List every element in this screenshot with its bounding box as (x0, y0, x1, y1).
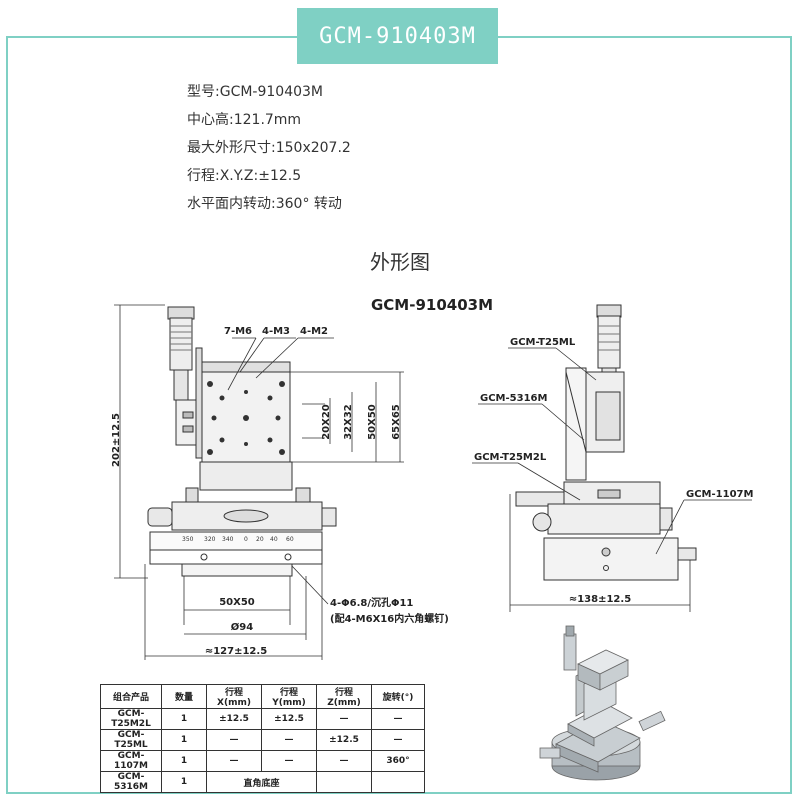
label-dia94: Ø94 (231, 621, 253, 633)
table-cell: 1 (161, 729, 207, 751)
table-cell: GCM-5316M (100, 771, 162, 793)
label-65x65: 65X65 (391, 404, 402, 440)
table-cell: ±12.5 (316, 729, 372, 751)
scale-tick: 40 (270, 536, 278, 543)
table-cell: 1 (161, 750, 207, 772)
spec-list: 型号:GCM-910403M 中心高:121.7mm 最大外形尺寸:150x20… (187, 78, 351, 218)
label-base-50x50: 50X50 (219, 597, 255, 608)
table-row: GCM-5316M 1 直角底座 (100, 771, 425, 793)
table-header-row: 组合产品 数量 行程X(mm) 行程Y(mm) 行程Z(mm) 旋转(°) (100, 684, 425, 709)
table-cell: ±12.5 (261, 708, 317, 730)
table-cell: 直角底座 (206, 771, 317, 793)
label-5316m: GCM-5316M (480, 393, 547, 404)
label-height: 202±12.5 (111, 413, 122, 467)
label-m2: 4-M2 (300, 326, 328, 337)
scale-tick: 340 (222, 536, 234, 543)
product-3d-image (539, 625, 666, 781)
table-row: GCM-T25ML 1 — — ±12.5 — (100, 729, 425, 751)
label-width127: ≈127±12.5 (205, 646, 267, 657)
table-header: 旋转(°) (371, 684, 425, 709)
front-view: 350 320 340 0 20 40 60 (111, 304, 449, 660)
table-header: 行程Z(mm) (316, 684, 372, 709)
table-cell: — (371, 708, 425, 730)
table-cell: GCM-T25ML (100, 729, 162, 751)
label-t25m2l: GCM-T25M2L (474, 452, 547, 463)
label-20x20: 20X20 (321, 404, 332, 440)
table-cell: — (206, 729, 262, 751)
label-m3: 4-M3 (262, 326, 290, 337)
combination-table: 组合产品 数量 行程X(mm) 行程Y(mm) 行程Z(mm) 旋转(°) GC… (100, 684, 425, 793)
drawing-heading: 外形图 (370, 250, 430, 274)
side-view: GCM-T25ML GCM-5316M GCM-T25M2L GCM-1107M… (472, 304, 753, 612)
spec-max-size: 最大外形尺寸:150x207.2 (187, 140, 351, 156)
spec-center-height: 中心高:121.7mm (187, 112, 302, 128)
table-cell (371, 771, 425, 793)
label-screws: (配4-M6X16内六角螺钉) (330, 612, 449, 625)
table-header: 行程Y(mm) (261, 684, 317, 709)
table-row: GCM-1107M 1 — — — 360° (100, 750, 425, 772)
label-holes: 4-Φ6.8/沉孔Φ11 (330, 596, 413, 609)
table-cell: — (206, 750, 262, 772)
label-50x50: 50X50 (367, 404, 378, 440)
table-header: 行程X(mm) (206, 684, 262, 709)
table-cell: — (316, 750, 372, 772)
table-cell: GCM-1107M (100, 750, 162, 772)
table-cell: — (371, 729, 425, 751)
table-cell: — (261, 729, 317, 751)
table-cell: — (316, 708, 372, 730)
spec-rotation: 水平面内转动:360° 转动 (187, 196, 342, 212)
label-m6: 7-M6 (224, 326, 252, 337)
scale-tick: 320 (204, 536, 216, 543)
label-1107m: GCM-1107M (686, 489, 753, 500)
scale-tick: 350 (182, 536, 194, 543)
scale-tick: 20 (256, 536, 264, 543)
product-title: GCM-910403M (297, 8, 498, 64)
table-cell (316, 771, 372, 793)
table-cell: 1 (161, 771, 207, 793)
table-header: 数量 (161, 684, 207, 709)
spec-travel: 行程:X.Y.Z:±12.5 (187, 168, 302, 184)
table-cell: GCM-T25M2L (100, 708, 162, 730)
scale-tick: 60 (286, 536, 294, 543)
spec-model: 型号:GCM-910403M (187, 84, 323, 100)
table-header: 组合产品 (100, 684, 162, 709)
label-t25ml: GCM-T25ML (510, 337, 576, 348)
table-cell: 360° (371, 750, 425, 772)
drawing-model-label: GCM-910403M (371, 296, 493, 314)
table-cell: 1 (161, 708, 207, 730)
table-cell: — (261, 750, 317, 772)
table-row: GCM-T25M2L 1 ±12.5 ±12.5 — — (100, 708, 425, 730)
scale-tick: 0 (244, 536, 248, 543)
label-width138: ≈138±12.5 (569, 594, 631, 605)
scale-tick-labels: 350 320 340 0 20 40 60 (182, 536, 294, 543)
label-32x32: 32X32 (343, 404, 354, 440)
table-cell: ±12.5 (206, 708, 262, 730)
